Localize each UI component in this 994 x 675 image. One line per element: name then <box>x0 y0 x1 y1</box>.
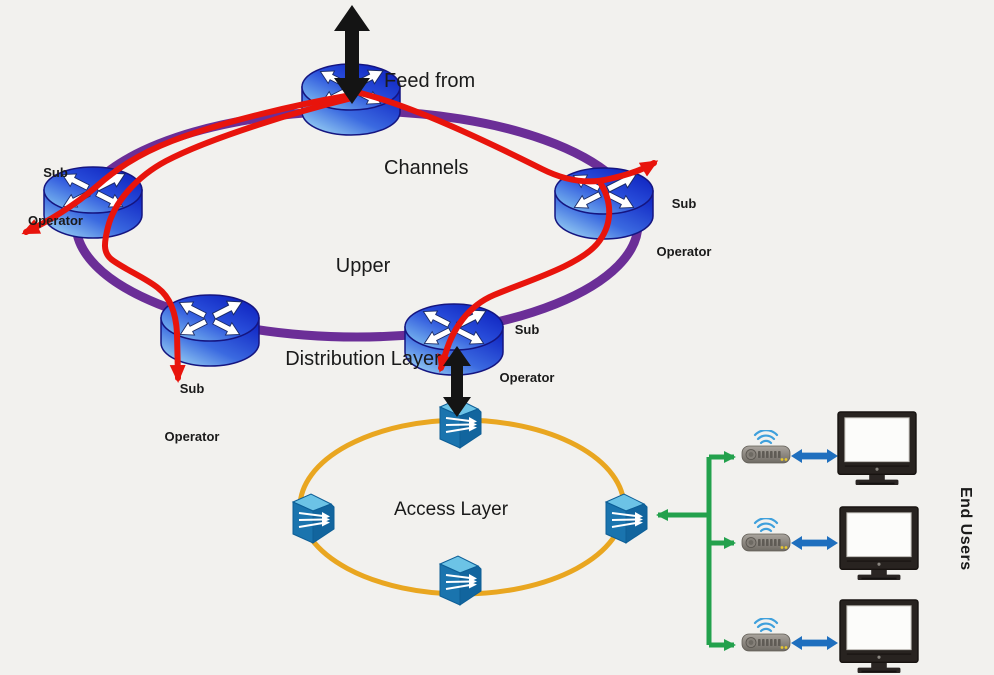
access-layer-label: Access Layer <box>393 499 509 520</box>
feed-label-line1: Feed from <box>384 70 476 92</box>
sub-west-line1: Sub <box>43 165 68 180</box>
blue-double-arrow-2 <box>791 536 838 550</box>
blue-double-arrow-1 <box>791 449 838 463</box>
feed-double-arrow <box>334 5 370 104</box>
router-to-switch-double-arrow <box>443 346 471 417</box>
sub-operator-label-southwest: Sub Operator <box>150 349 234 477</box>
set-top-box-icon-2 <box>740 518 792 553</box>
sub-southwest-line2: Operator <box>164 429 220 444</box>
sub-south-line2: Operator <box>499 370 555 385</box>
blue-double-arrow-3 <box>791 636 838 650</box>
red-flow-arrow-to-south <box>437 181 613 373</box>
feed-label-line2: Channels <box>384 157 469 179</box>
sub-south-line1: Sub <box>514 322 540 337</box>
end-users-label: End Users <box>957 487 974 571</box>
sub-operator-label-south: Sub Operator <box>486 290 568 418</box>
tv-icon-3 <box>839 599 919 674</box>
set-top-box-icon-1 <box>740 430 792 465</box>
set-top-box-icon-3 <box>740 618 792 653</box>
sub-east-line2: Operator <box>656 244 712 259</box>
switch-icon-east <box>605 493 648 544</box>
sub-west-line2: Operator <box>28 213 83 228</box>
upper-label-line2: Distribution Layer <box>285 348 441 370</box>
tv-icon-2 <box>839 506 919 581</box>
upper-label-line1: Upper <box>335 255 391 277</box>
sub-southwest-line1: Sub <box>179 381 205 396</box>
red-flow-arrow-to-southwest <box>102 95 355 383</box>
sub-east-line1: Sub <box>671 196 697 211</box>
switch-icon-south <box>439 555 482 606</box>
sub-operator-label-east: Sub Operator <box>647 164 721 292</box>
feed-from-channels-label: Feed from Channels <box>384 9 475 241</box>
red-flow-arrow-to-west <box>21 93 349 235</box>
tv-icon-1 <box>837 411 917 486</box>
upper-distribution-layer-label: Upper Distribution Layer <box>262 189 464 437</box>
sub-operator-label-west: Sub Operator <box>13 133 98 261</box>
red-flow-arrow-to-east <box>357 90 659 185</box>
switch-icon-west <box>292 493 335 544</box>
